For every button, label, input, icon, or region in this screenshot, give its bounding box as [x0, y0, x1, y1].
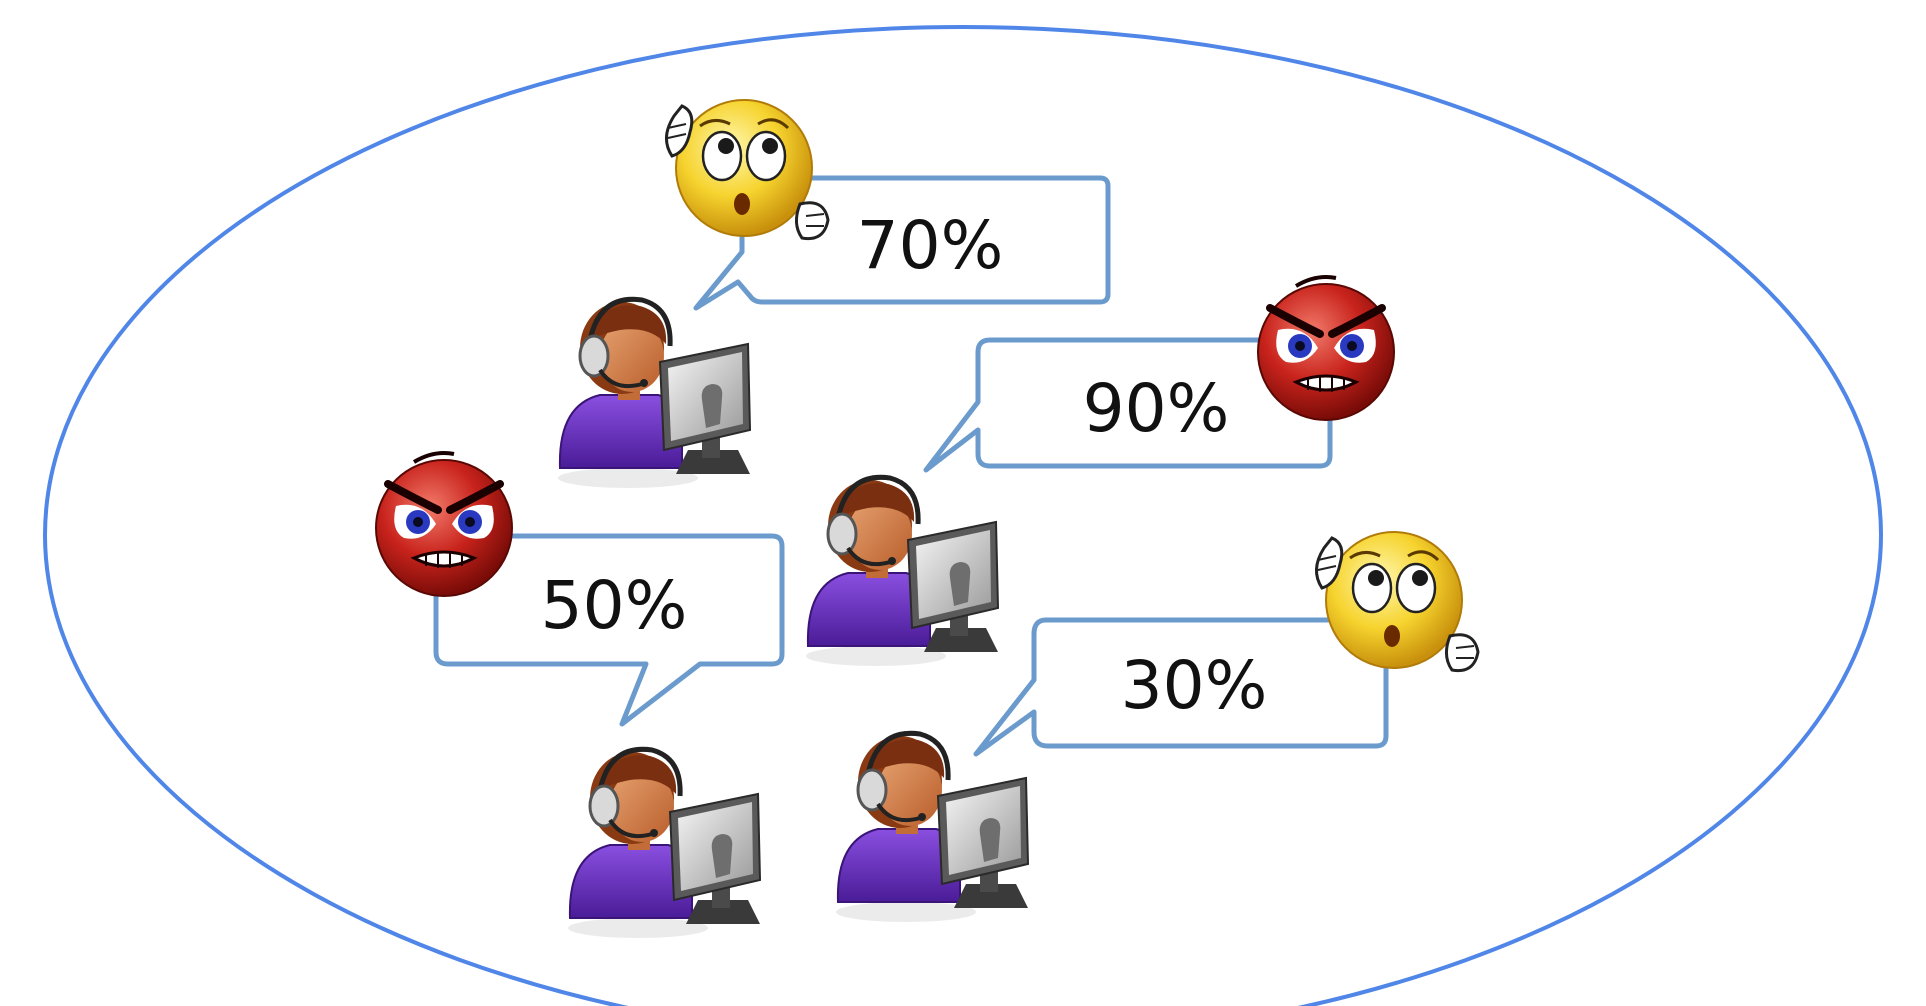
agent-icon: [568, 749, 760, 938]
group-ellipse: [43, 25, 1883, 1006]
agent-icon: [806, 477, 998, 666]
agent-icon: [836, 733, 1028, 922]
callout-label: 50%: [541, 567, 688, 644]
callout-label: 30%: [1121, 647, 1268, 724]
callout-label: 70%: [857, 207, 1004, 284]
thinking-face-icon: [664, 98, 830, 241]
agent-icon: [558, 299, 750, 488]
angry-face-icon: [376, 453, 512, 596]
angry-face-icon: [1258, 277, 1394, 420]
callout-label: 90%: [1083, 370, 1230, 447]
